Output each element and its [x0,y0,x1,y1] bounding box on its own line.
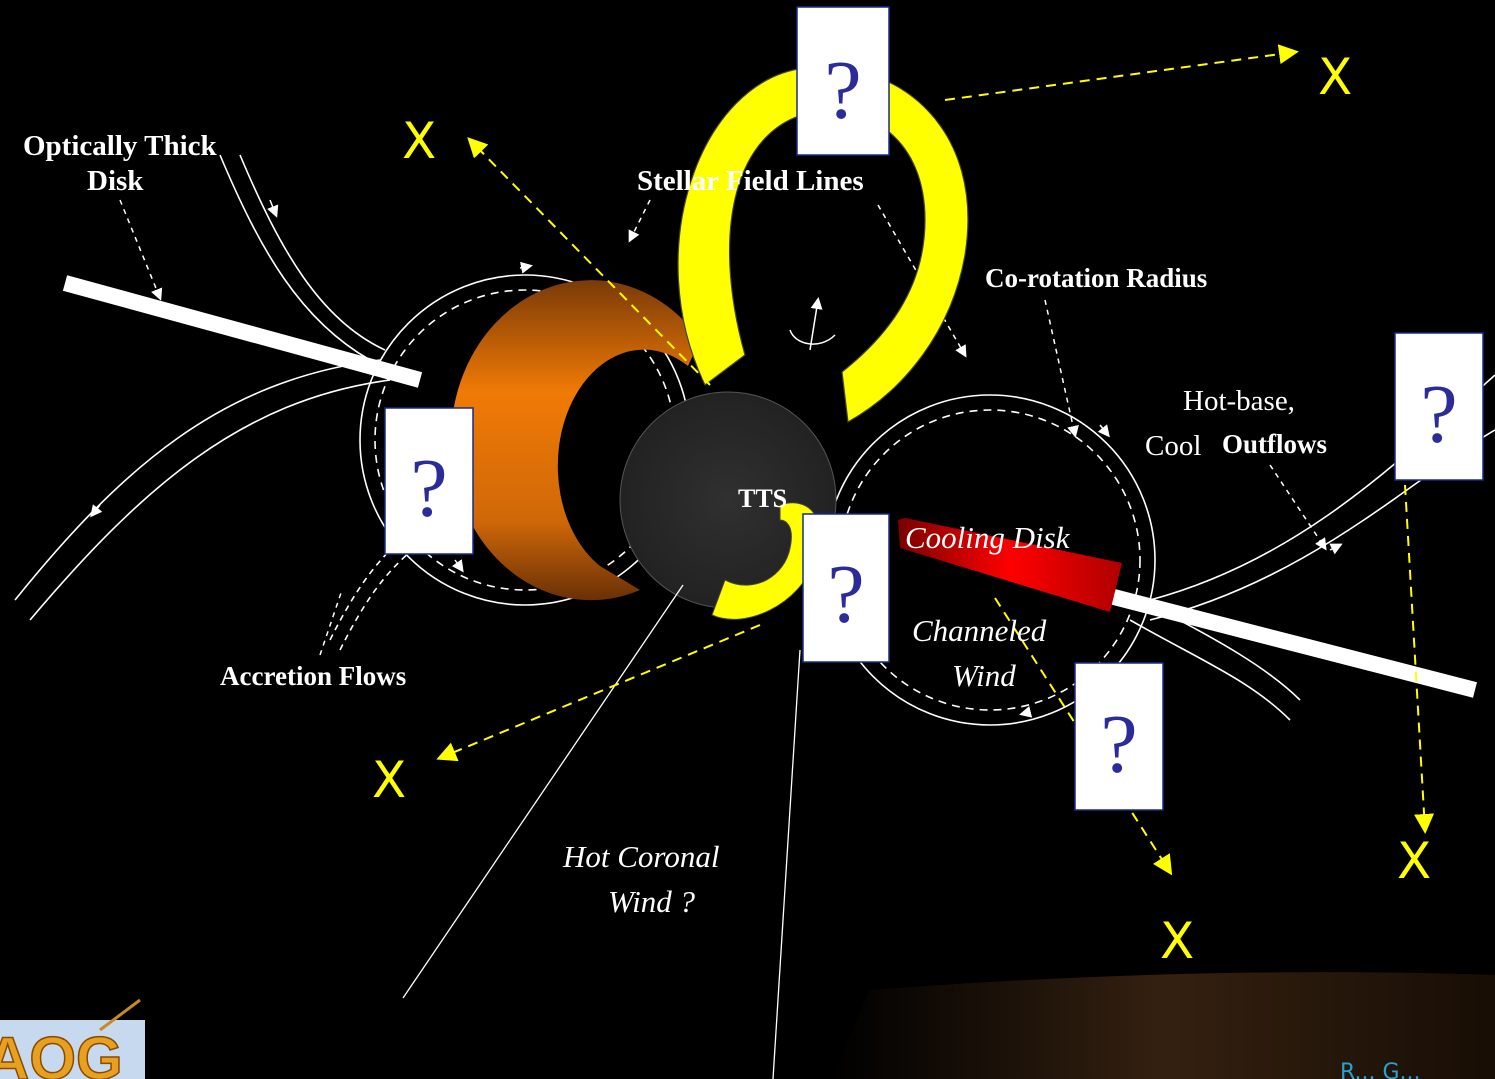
label-tts: TTS [738,484,787,513]
label-corotation-radius: Co-rotation Radius [985,263,1207,293]
question-box[interactable]: ? [1394,332,1484,481]
question-mark: ? [827,548,864,641]
label-hot-base-1: Hot-base, [1183,385,1295,417]
footer-credit: R... G... [1340,1060,1421,1079]
label-cooling-disk: Cooling Disk [905,520,1071,555]
label-optically-thick-2: Disk [87,165,144,197]
disk-plane-right [1108,588,1477,698]
question-mark: ? [410,442,447,535]
label-hot-coronal-2: Wind ? [608,884,695,919]
rotation-arrow [789,297,836,351]
x-marker: X [1397,832,1431,890]
annotation-leaders [119,199,1327,656]
question-box[interactable]: ? [802,513,890,663]
label-hot-base-2b: Outflows [1222,429,1327,459]
label-accretion-flows: Accretion Flows [220,661,406,691]
label-optically-thick-1: Optically Thick [23,130,218,162]
question-box[interactable]: ? [384,407,474,555]
logo-text: AOG [0,1025,123,1079]
question-mark: ? [1100,698,1137,791]
flow-arrows [90,199,1343,718]
label-channeled-wind-2: Wind [952,658,1016,693]
question-mark: ? [1420,368,1457,461]
disk-plane-left [62,275,423,388]
x-marker: X [372,751,406,809]
aog-logo: AOG [0,998,145,1079]
accretion-crescent [450,280,700,601]
x-marker: X [1160,912,1194,970]
pointer-lines [402,584,801,1079]
label-stellar-field-lines: Stellar Field Lines [637,165,864,197]
floor-gradient [830,972,1495,1079]
label-hot-coronal-1: Hot Coronal [562,839,719,874]
cooling-disk [898,518,1122,612]
question-box[interactable]: ? [796,6,890,156]
x-marker: X [1318,48,1352,106]
question-box[interactable]: ? [1074,662,1164,811]
question-mark: ? [824,44,861,137]
x-marker: X [402,112,436,170]
label-channeled-wind-1: Channeled [912,613,1047,648]
label-hot-base-2a: Cool [1145,430,1201,462]
